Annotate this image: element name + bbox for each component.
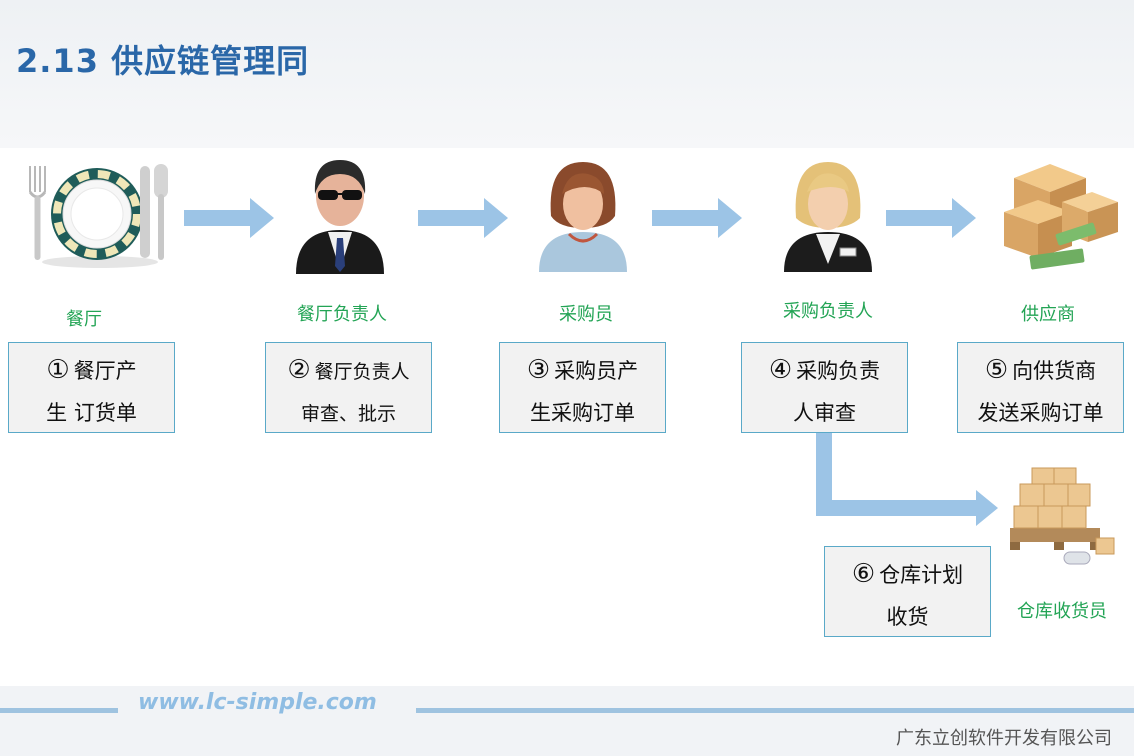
step-text-6a: 仓库计划 xyxy=(879,563,964,587)
footer-company: 广东立创软件开发有限公司 xyxy=(896,728,1112,749)
manager-icon xyxy=(296,160,384,274)
node-label-warehouse-receiver: 仓库收货员 xyxy=(1017,601,1107,622)
step-text-6b: 收货 xyxy=(886,605,929,629)
step-number-4: ④ xyxy=(768,355,793,385)
footer-background xyxy=(0,686,1134,756)
arrow-right-1 xyxy=(184,198,274,238)
step-number-5: ⑤ xyxy=(984,355,1009,385)
boxes-cash-icon xyxy=(1004,164,1118,270)
arrow-to-warehouse xyxy=(816,432,998,526)
step-number-6: ⑥ xyxy=(851,559,876,589)
step-text-4b: 人审查 xyxy=(793,401,856,425)
node-label-purchasing-manager: 采购负责人 xyxy=(783,301,873,322)
footer-divider-right xyxy=(416,708,1134,713)
node-label-purchaser: 采购员 xyxy=(559,304,613,325)
step-text-1a: 餐厅产 xyxy=(73,359,137,383)
step-number-1: ① xyxy=(46,355,70,385)
node-label-restaurant-manager: 餐厅负责人 xyxy=(297,304,387,325)
purchaser-icon xyxy=(539,162,627,272)
step-text-3b: 生采购订单 xyxy=(530,401,635,425)
footer-url: www.lc-simple.com xyxy=(138,690,377,715)
step-text-1b: 生 订货单 xyxy=(46,401,137,425)
purchasing-manager-icon xyxy=(784,162,872,272)
pallet-boxes-icon xyxy=(1010,467,1115,565)
arrow-right-2 xyxy=(418,198,508,238)
step-number-2: ② xyxy=(287,355,311,385)
arrow-right-4 xyxy=(886,198,976,238)
step-text-5a: 向供货商 xyxy=(1012,359,1097,383)
node-label-restaurant: 餐厅 xyxy=(66,309,102,330)
step-text-5b: 发送采购订单 xyxy=(977,401,1104,425)
footer-divider-left xyxy=(0,708,118,713)
step-text-2a: 餐厅负责人 xyxy=(314,361,410,383)
step-text-3a: 采购员产 xyxy=(554,359,639,383)
step-number-3: ③ xyxy=(526,355,551,385)
header-background xyxy=(0,0,1134,148)
arrow-right-3 xyxy=(652,198,742,238)
page-title: 2.13 供应链管理同 xyxy=(16,42,310,80)
node-label-supplier: 供应商 xyxy=(1021,304,1075,325)
step-text-2b: 审查、批示 xyxy=(300,403,396,425)
step-text-4a: 采购负责 xyxy=(796,359,881,383)
tableware-icon xyxy=(28,164,168,268)
